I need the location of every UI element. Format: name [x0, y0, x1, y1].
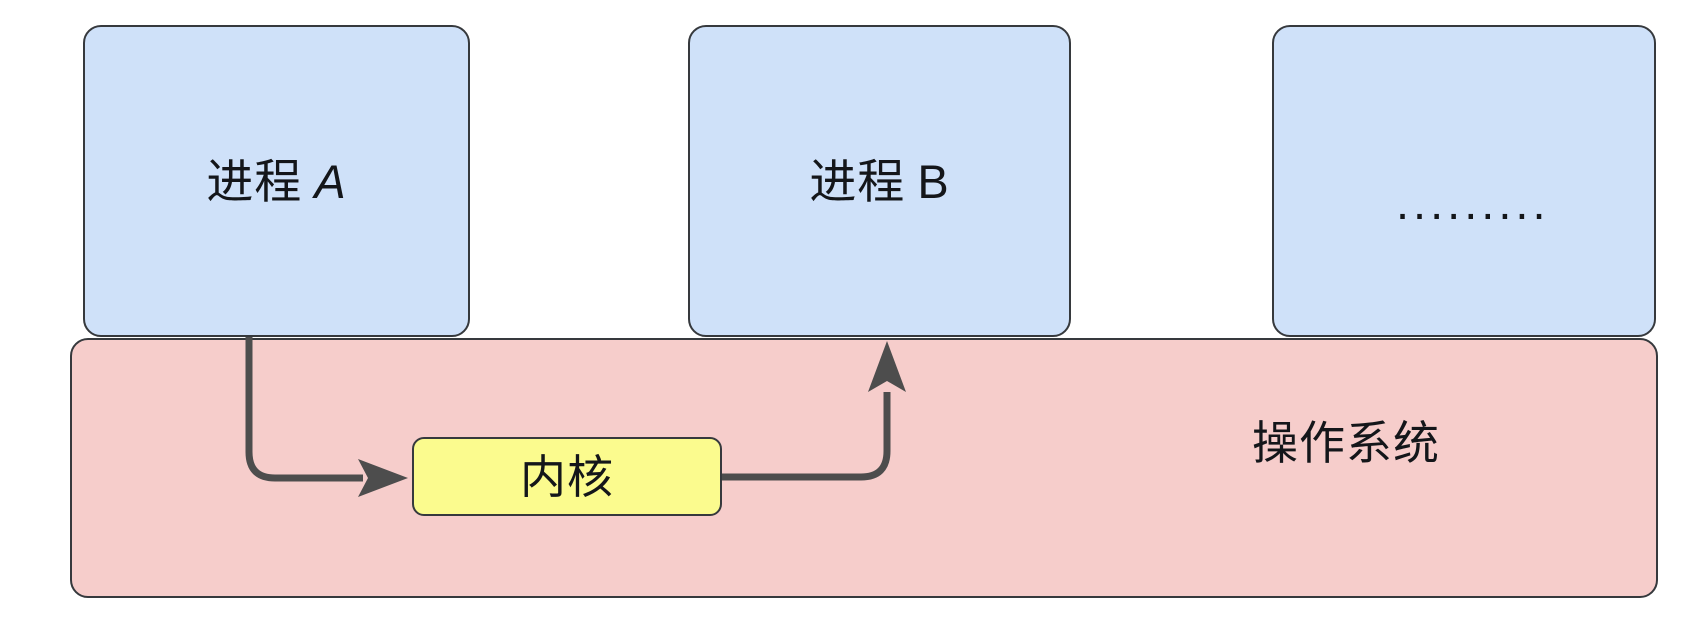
kernel-box[interactable]: 内核 — [412, 437, 722, 516]
process-a-label-latin: A — [314, 154, 347, 208]
process-b-label-latin: B — [917, 154, 950, 208]
process-a-label-cjk: 进程 — [206, 154, 303, 208]
process-more-ellipsis-label: ......... — [1396, 176, 1550, 229]
process-more-box[interactable]: ......... — [1272, 25, 1656, 337]
kernel-label: 内核 — [520, 450, 614, 503]
operating-system-label: 操作系统 — [1252, 417, 1440, 469]
process-b-label-cjk: 进程 — [809, 154, 906, 208]
